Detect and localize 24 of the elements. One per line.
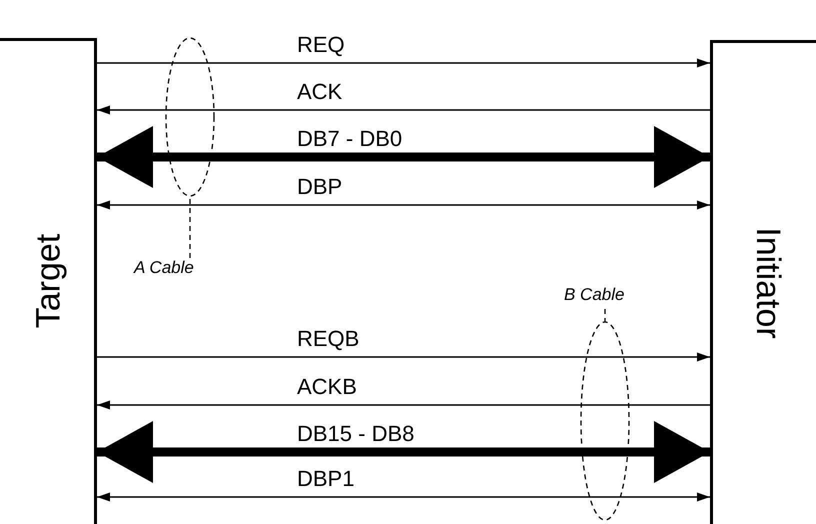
signal-label: DBP (297, 176, 342, 198)
bus-arrow (97, 421, 710, 483)
signal-label: ACK (297, 81, 342, 103)
signal-arrow (97, 58, 710, 68)
signal-arrow (97, 492, 710, 502)
leader-line (189, 196, 191, 258)
signal-label: DBP1 (297, 468, 354, 490)
device-box (0, 38, 97, 524)
cable-label: B Cable (564, 285, 644, 309)
cable-label: A Cable (134, 258, 214, 282)
signal-arrow (97, 200, 710, 210)
device-label: Target (30, 234, 65, 328)
device-box (710, 40, 816, 524)
signal-arrow (97, 352, 710, 362)
signal-label: ACKB (297, 376, 357, 398)
signal-label: DB7 - DB0 (297, 128, 402, 150)
signal-arrow (97, 106, 710, 114)
signal-label: DB15 - DB8 (297, 423, 414, 445)
signal-label: REQB (297, 328, 360, 350)
bus-arrow (97, 126, 710, 188)
device-label: Initiator (750, 227, 785, 339)
signal-arrow (97, 400, 710, 410)
leader-line (604, 309, 606, 322)
signal-label: REQ (297, 34, 345, 56)
